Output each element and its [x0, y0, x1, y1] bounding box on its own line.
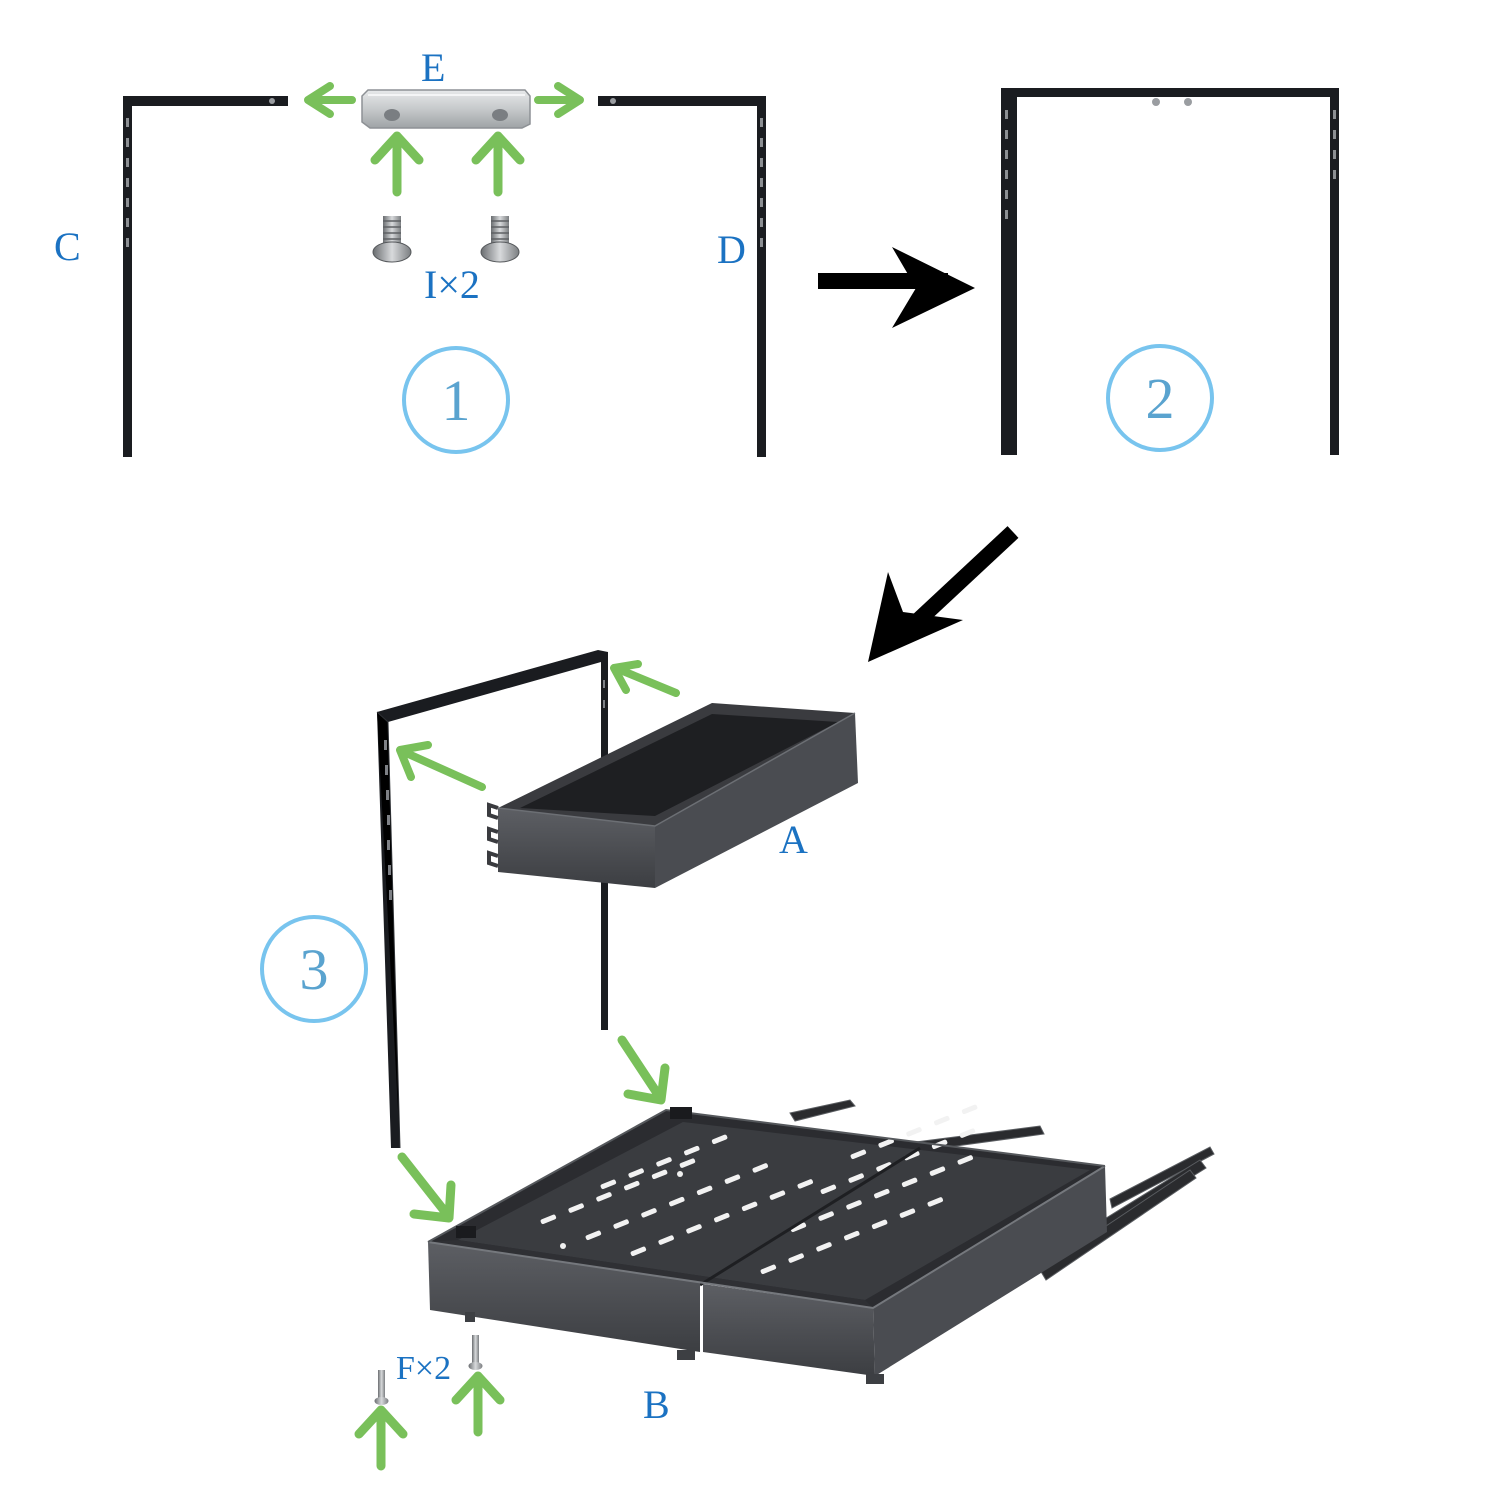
green-arrow-icon [304, 82, 356, 118]
green-arrow-icon [375, 136, 419, 192]
connector-bracket-e [361, 89, 531, 129]
step-1-badge: 1 [402, 346, 510, 454]
label-f: F×2 [396, 1350, 452, 1387]
screw-icon [372, 215, 412, 263]
frame-c [123, 96, 288, 457]
green-arrow-icon [359, 1410, 403, 1466]
green-arrow-icon [456, 1376, 500, 1432]
label-a: A [779, 817, 808, 862]
bottom-drawer-b [427, 1104, 1107, 1384]
standing-frame [376, 650, 608, 1149]
black-arrow-icon [868, 526, 1019, 662]
green-arrow-icon [610, 660, 680, 697]
screw-icon [468, 1335, 483, 1370]
screw-icon [374, 1370, 389, 1405]
green-arrow-icon [397, 1152, 456, 1223]
green-arrow-icon [476, 136, 520, 192]
frame-d [598, 96, 766, 457]
label-i: I×2 [424, 262, 480, 307]
assembled-frame [1001, 88, 1339, 455]
label-d: D [717, 227, 746, 272]
step-2-badge: 2 [1106, 344, 1214, 452]
step-3-badge: 3 [260, 915, 368, 1023]
upper-tray-a [487, 703, 858, 888]
black-arrow-icon [818, 247, 975, 328]
screw-icon [480, 215, 520, 263]
green-arrow-icon [617, 1035, 670, 1105]
green-arrow-icon [534, 82, 584, 118]
green-arrow-icon [396, 741, 486, 791]
perforation-slots [540, 1104, 978, 1275]
label-e: E [421, 45, 446, 90]
label-b: B [643, 1382, 670, 1427]
label-c: C [54, 224, 81, 269]
